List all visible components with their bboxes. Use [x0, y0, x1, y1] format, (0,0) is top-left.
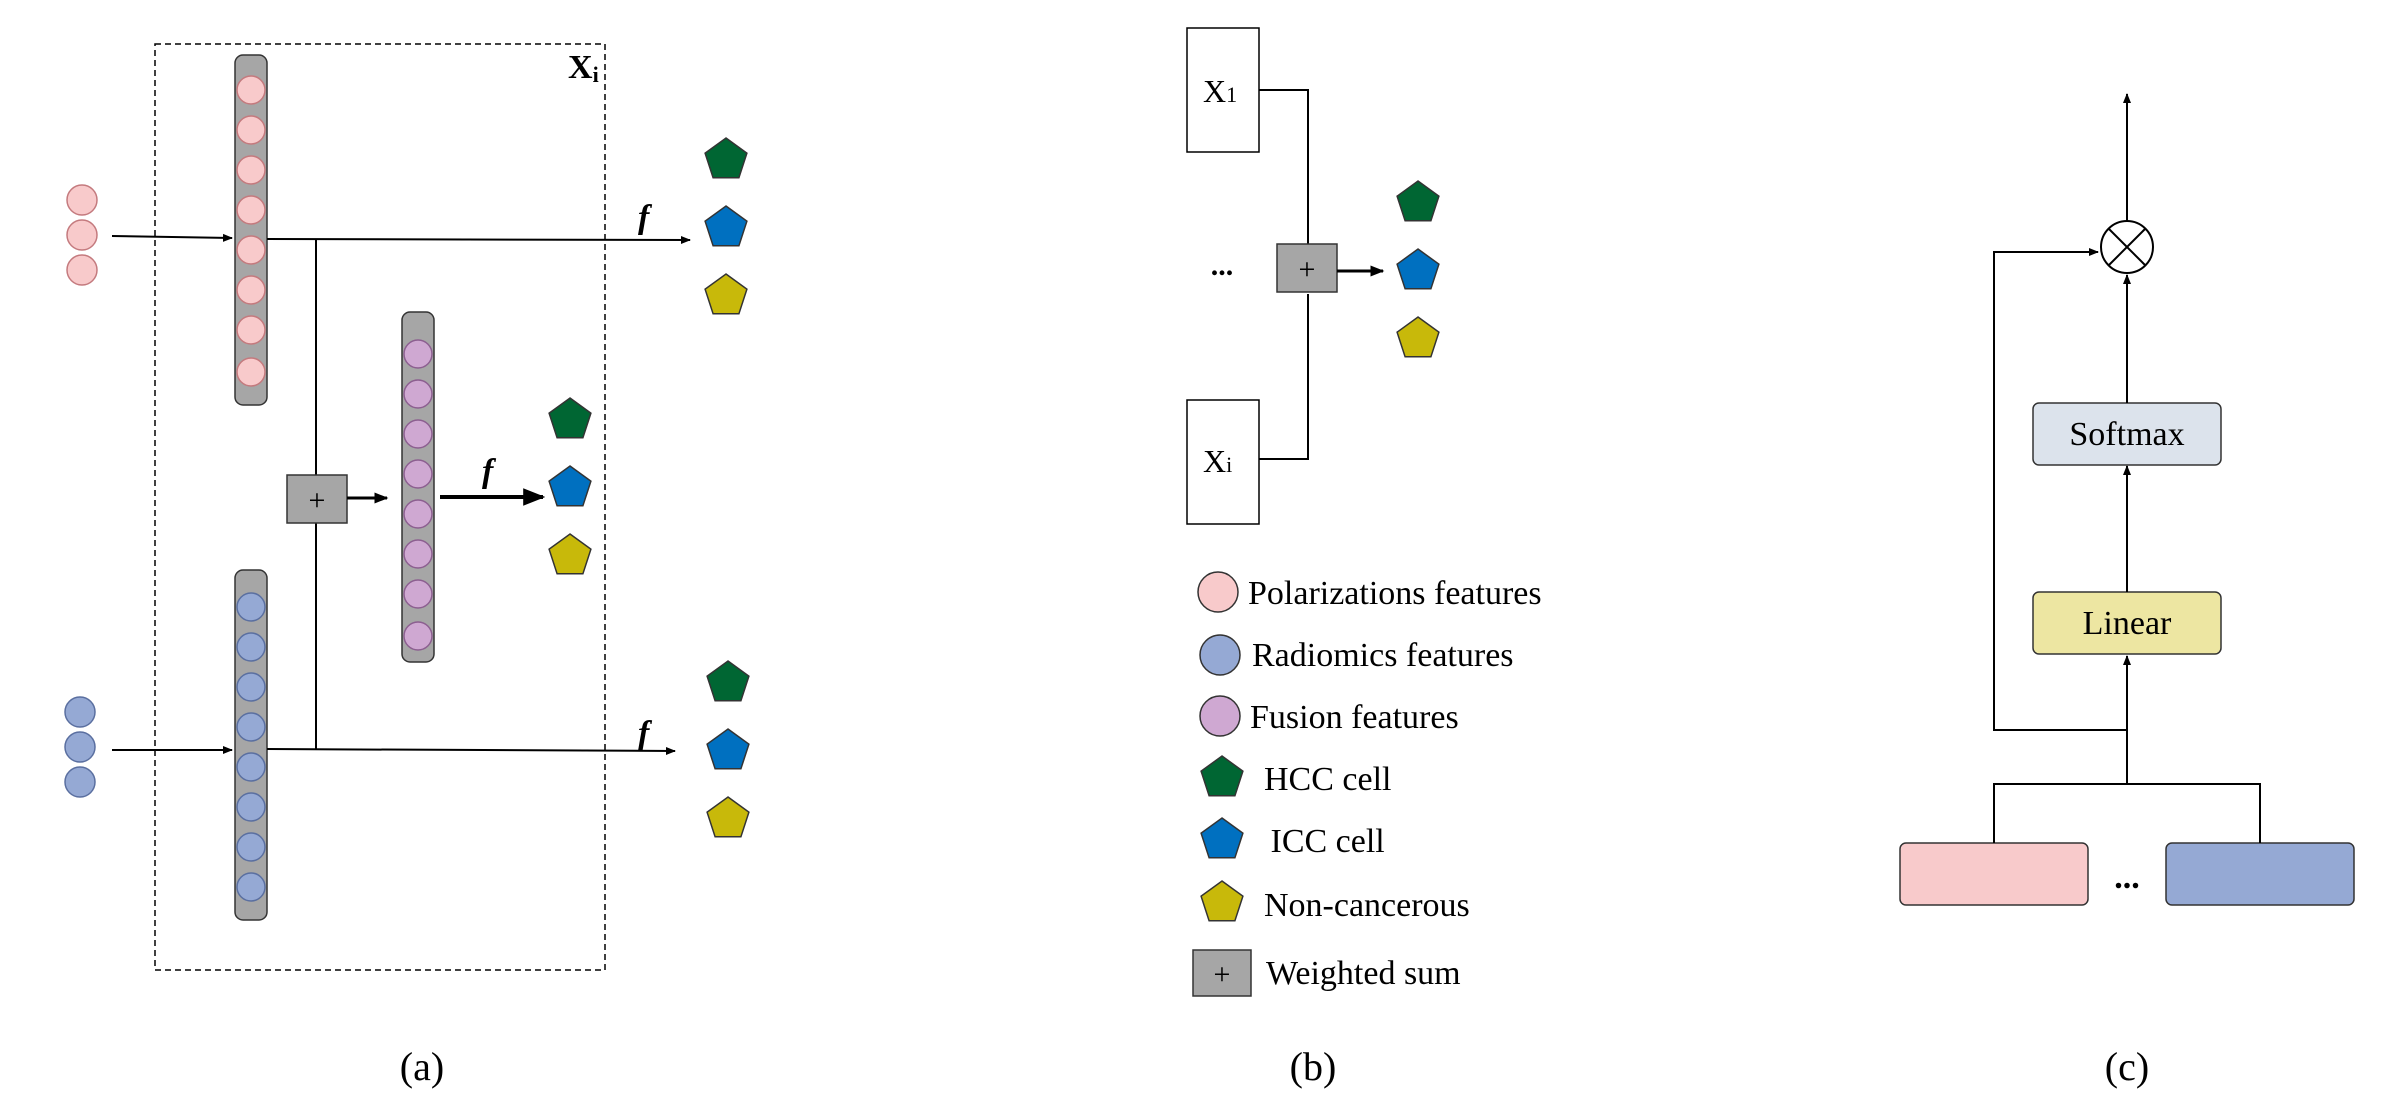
- panel-a: Xi: [64, 43, 750, 1089]
- input-box-x1: [1186, 27, 1260, 153]
- svg-text:ICC cell: ICC cell: [1262, 823, 1385, 860]
- svg-text:Non-cancerous: Non-cancerous: [1264, 887, 1470, 924]
- input-box-xi-label: Xi: [1203, 443, 1232, 479]
- xi-box-label: Xi: [568, 49, 599, 87]
- svg-text:+: +: [1214, 958, 1231, 991]
- polarization-to-classifier-line: [266, 235, 691, 244]
- polarization-input-arrow: [111, 233, 233, 242]
- legend-item-radiomics: Radiomics features: [1199, 634, 1514, 676]
- func-label-bottom: f: [638, 715, 653, 752]
- linear-label: Linear: [2083, 605, 2172, 642]
- polarization-input-nodes: [66, 184, 98, 286]
- polarization-feature-column: [234, 54, 268, 406]
- radiomics-feature-nodes: [236, 592, 266, 902]
- input-merge-lines: [1993, 783, 2261, 843]
- input-box-xi: [1186, 399, 1260, 525]
- output-classes-top: [704, 137, 748, 315]
- legend: Polarizations features Radiomics feature…: [1192, 571, 1542, 997]
- input-box-x1-label: X1: [1203, 73, 1237, 109]
- caption-c: (c): [2105, 1044, 2149, 1089]
- output-classes-mid: [548, 397, 592, 575]
- residual-connection: [1993, 248, 2127, 731]
- fusion-feature-nodes: [403, 339, 433, 651]
- input-block-blue: [2165, 842, 2355, 906]
- radiomics-feature-column: [234, 569, 268, 921]
- caption-b: (b): [1290, 1044, 1337, 1089]
- weighted-sum-box-b: [1276, 243, 1338, 293]
- panel-c: ... Linear Softmax (c): [1899, 93, 2355, 1089]
- func-label-top: f: [638, 199, 653, 236]
- func-label-mid: f: [482, 453, 497, 490]
- svg-text:HCC cell: HCC cell: [1264, 761, 1391, 798]
- weighted-sum-symbol-b: +: [1299, 253, 1316, 286]
- legend-item-polarizations: Polarizations features: [1197, 571, 1542, 613]
- multiply-operator-icon: [2100, 220, 2154, 274]
- output-classes-bottom: [706, 660, 750, 838]
- legend-item-non-cancerous: Non-cancerous: [1200, 880, 1470, 924]
- xi-connector: [1259, 294, 1309, 460]
- svg-text:Radiomics features: Radiomics features: [1252, 637, 1514, 674]
- xi-dashed-box: [154, 43, 606, 971]
- weighted-sum-symbol-a: +: [309, 484, 326, 517]
- legend-item-fusion: Fusion features: [1199, 695, 1459, 737]
- inputs-ellipsis: ...: [1211, 249, 1234, 282]
- radiomics-input-nodes: [64, 696, 96, 798]
- output-classes-b: [1396, 180, 1440, 358]
- svg-text:Weighted sum: Weighted sum: [1266, 955, 1461, 992]
- input-block-pink: [1899, 842, 2089, 906]
- legend-item-icc: ICC cell: [1200, 817, 1385, 860]
- panel-b: X1 Xi ... + Polarizations features Radio…: [1186, 27, 1542, 1089]
- svg-text:Polarizations features: Polarizations features: [1248, 575, 1542, 612]
- x1-connector: [1259, 89, 1309, 244]
- radiomics-to-classifier-line: [266, 746, 676, 755]
- caption-a: (a): [400, 1044, 444, 1089]
- legend-item-hcc: HCC cell: [1200, 755, 1391, 798]
- legend-item-weighted-sum: + Weighted sum: [1192, 949, 1461, 997]
- softmax-label: Softmax: [2069, 416, 2184, 453]
- svg-text:Fusion features: Fusion features: [1250, 699, 1459, 736]
- input-blocks-ellipsis: ...: [2114, 859, 2140, 896]
- polarization-feature-nodes: [236, 75, 266, 387]
